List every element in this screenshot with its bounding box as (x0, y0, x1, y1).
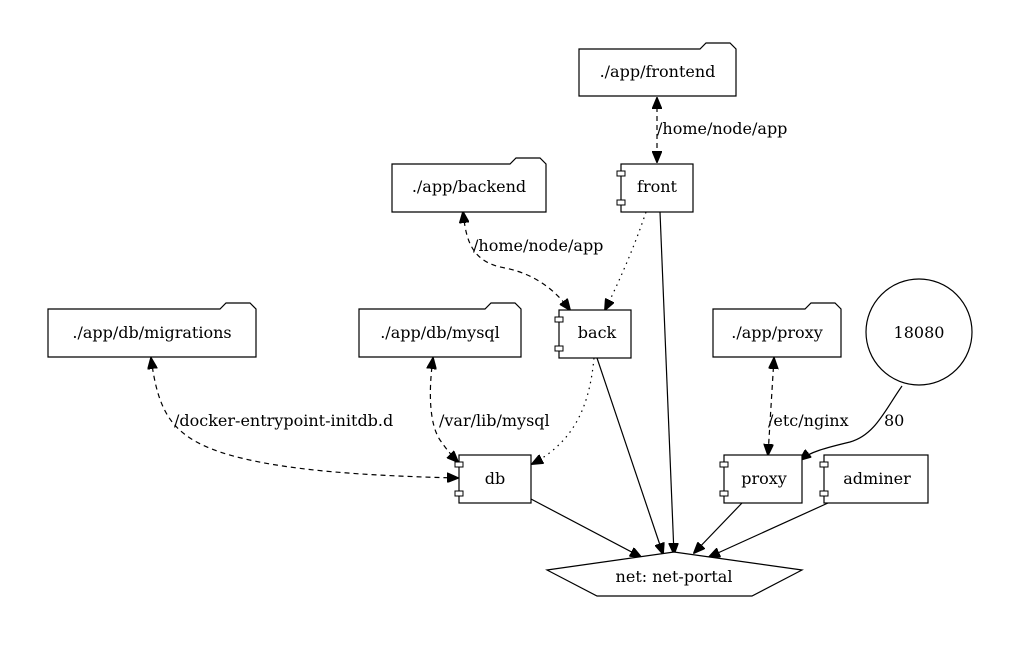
service-adminer-label: adminer (843, 469, 911, 488)
edge-label-migrations-volume: /docker-entrypoint-initdb.d (174, 411, 393, 430)
component-port-icon (719, 490, 729, 497)
folder-backend: ./app/backend (391, 157, 547, 213)
component-port-icon (554, 345, 564, 352)
edge-back-network (596, 357, 663, 554)
component-port-icon (454, 461, 464, 468)
service-proxy: proxy (719, 454, 803, 504)
edge-backend-volume (463, 212, 570, 310)
edges (151, 98, 903, 557)
service-db: db (454, 454, 532, 504)
component-port-icon (454, 490, 464, 497)
folder-mysql-label: ./app/db/mysql (380, 323, 500, 342)
service-db-label: db (485, 469, 505, 488)
service-back-label: back (578, 323, 617, 342)
folder-proxy: ./app/proxy (712, 302, 842, 358)
component-port-icon (616, 199, 626, 206)
component-port-icon (819, 461, 829, 468)
folder-backend-label: ./app/backend (412, 177, 526, 196)
edge-db-network (530, 498, 641, 557)
component-port-icon (819, 490, 829, 497)
port-node-label: 18080 (894, 323, 945, 342)
port-node: 18080 (865, 278, 973, 386)
edge-front-network (659, 211, 674, 554)
component-port-icon (719, 461, 729, 468)
edge-front-back (605, 211, 647, 310)
edge-label-front-volume: /home/node/app (657, 119, 787, 138)
component-port-icon (554, 316, 564, 323)
network-node: net: net-portal (545, 551, 804, 597)
folder-frontend: ./app/frontend (578, 42, 737, 97)
edge-label-mysql-volume: /var/lib/mysql (439, 411, 550, 430)
edge-label-proxy-volume: /etc/nginx (768, 411, 849, 430)
service-adminer: adminer (819, 454, 929, 504)
service-proxy-label: proxy (741, 469, 787, 488)
folder-migrations-label: ./app/db/migrations (72, 323, 231, 342)
edge-label-back-volume: /home/node/app (473, 236, 603, 255)
edge-proxy-network (694, 502, 743, 553)
component-port-icon (616, 170, 626, 177)
service-back: back (554, 309, 632, 359)
edge-migrations-volume (151, 358, 458, 478)
folder-proxy-label: ./app/proxy (731, 323, 822, 342)
network-node-label: net: net-portal (616, 567, 733, 586)
edge-proxy-volume (768, 358, 774, 455)
edge-port-mapping (800, 385, 903, 460)
folder-mysql: ./app/db/mysql (358, 302, 522, 358)
folder-frontend-label: ./app/frontend (600, 62, 716, 81)
edge-mysql-volume (430, 358, 458, 462)
edge-labels: /home/node/app /home/node/app /docker-en… (174, 119, 904, 430)
folder-migrations: ./app/db/migrations (47, 302, 257, 358)
service-front: front (616, 163, 694, 213)
edge-label-port-mapping: 80 (884, 411, 904, 430)
edge-adminer-network (709, 502, 829, 557)
service-front-label: front (637, 177, 678, 196)
